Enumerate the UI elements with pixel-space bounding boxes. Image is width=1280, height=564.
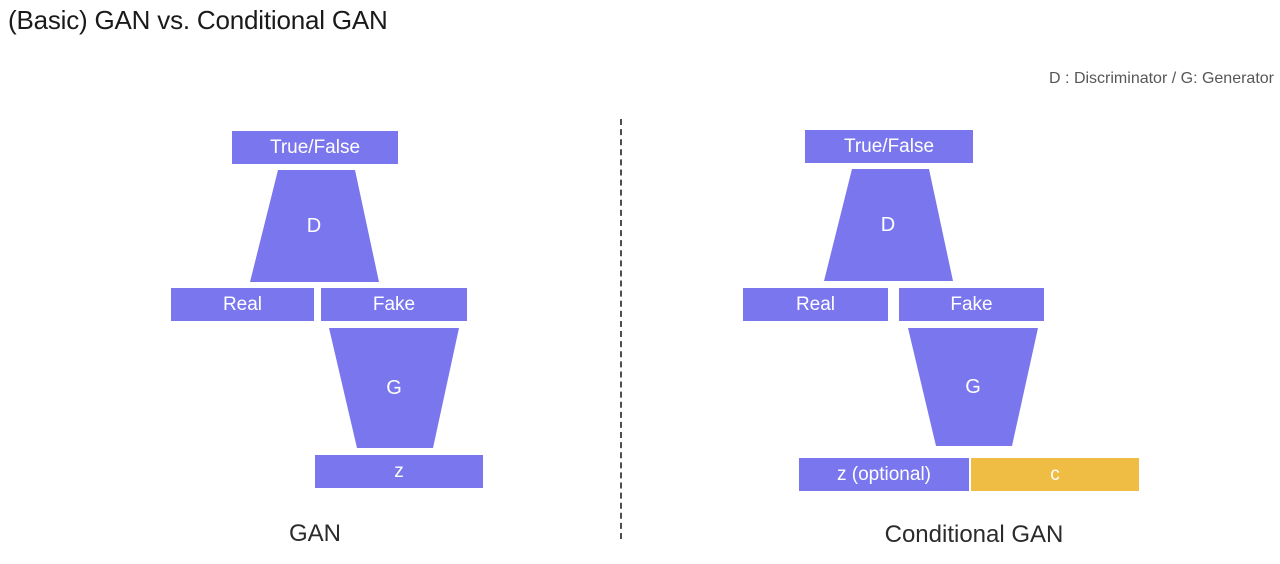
- trapezoid-shape-generator-left: [329, 328, 459, 448]
- node-fake-left[interactable]: Fake: [321, 288, 467, 321]
- caption-basic-gan: GAN: [288, 520, 341, 547]
- trapezoid-shape-discriminator-left: [250, 170, 379, 282]
- vertical-divider: [620, 119, 622, 539]
- trapezoid-shape-generator-right: [908, 328, 1038, 446]
- node-real-left[interactable]: Real: [171, 288, 314, 321]
- node-true-false-right[interactable]: True/False: [805, 130, 973, 163]
- node-true-false-left[interactable]: True/False: [232, 131, 398, 164]
- page-title: (Basic) GAN vs. Conditional GAN: [8, 5, 388, 35]
- node-noise-right[interactable]: z (optional): [799, 458, 969, 491]
- node-noise-left[interactable]: z: [315, 455, 483, 488]
- caption-conditional-gan: Conditional GAN: [884, 521, 1064, 548]
- node-discriminator-left[interactable]: D: [249, 170, 379, 282]
- node-condition-right[interactable]: c: [971, 458, 1139, 491]
- legend-note: D : Discriminator / G: Generator: [1049, 70, 1274, 87]
- node-generator-left[interactable]: G: [329, 328, 459, 448]
- node-generator-right[interactable]: G: [908, 328, 1038, 446]
- node-fake-right[interactable]: Fake: [899, 288, 1044, 321]
- trapezoid-shape-discriminator-right: [824, 169, 953, 281]
- node-discriminator-right[interactable]: D: [823, 169, 953, 281]
- node-real-right[interactable]: Real: [743, 288, 888, 321]
